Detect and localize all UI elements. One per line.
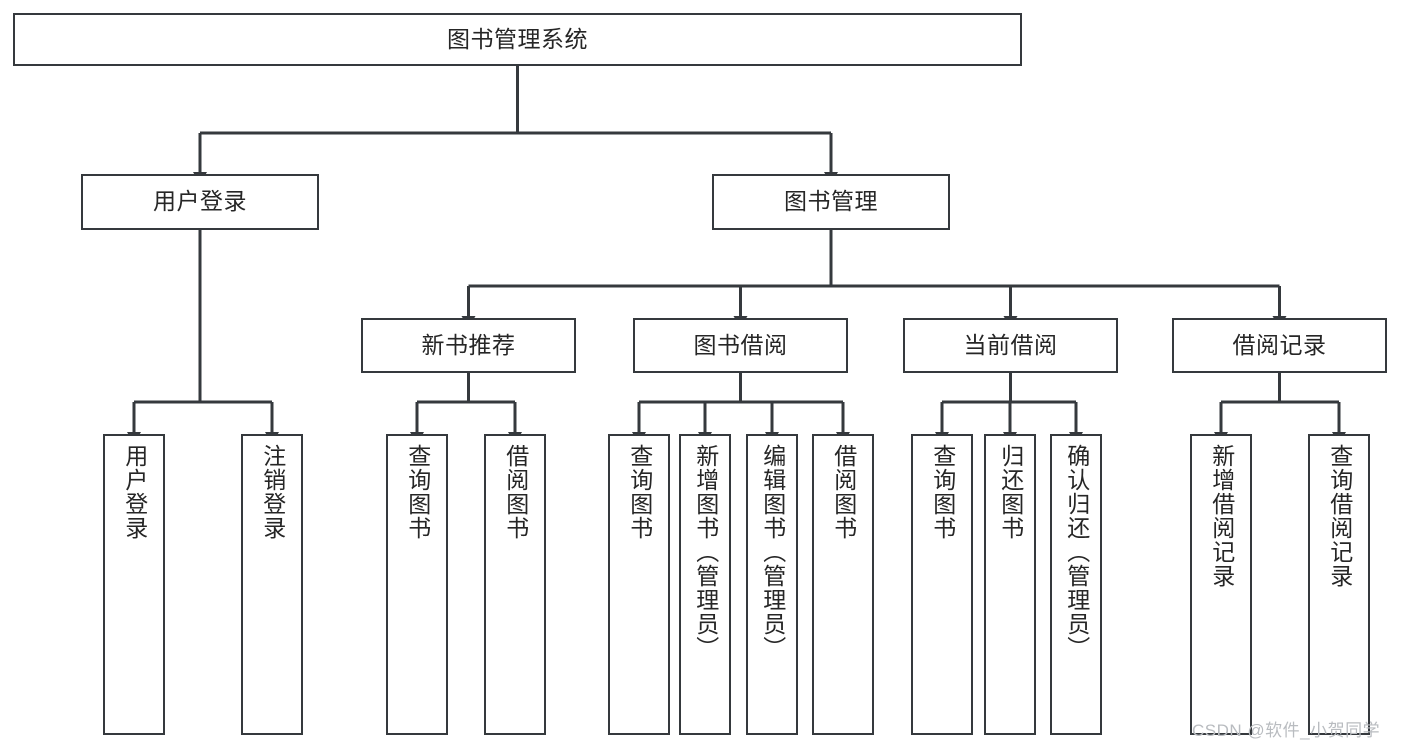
node-label-borrow-record: 借阅记录 [1232, 331, 1327, 358]
node-leaf-rec-query2[interactable]: 查询借阅记录 [1308, 434, 1370, 735]
node-label-leaf-borrow-lend: 借阅图书 [830, 444, 857, 540]
node-label-new-book-rec: 新书推荐 [421, 331, 516, 358]
node-leaf-user-logout[interactable]: 注销登录 [241, 434, 303, 735]
node-current-borrow[interactable]: 当前借阅 [903, 318, 1118, 373]
node-label-leaf-cur-query: 查询图书 [929, 444, 956, 540]
node-label-leaf-rec-borrow: 借阅图书 [502, 444, 529, 540]
node-leaf-rec-borrow[interactable]: 借阅图书 [484, 434, 546, 735]
node-label-user-login: 用户登录 [153, 188, 247, 215]
node-leaf-rec-add[interactable]: 新增借阅记录 [1190, 434, 1252, 735]
node-leaf-rec-query[interactable]: 查询图书 [386, 434, 448, 735]
node-label-leaf-cur-return: 归还图书 [997, 444, 1024, 540]
node-label-current-borrow: 当前借阅 [963, 331, 1058, 358]
node-leaf-borrow-lend[interactable]: 借阅图书 [812, 434, 874, 735]
node-label-leaf-borrow-add: 新增图书（管理员） [692, 444, 719, 660]
node-label-leaf-user-logout: 注销登录 [259, 444, 286, 540]
node-label-leaf-rec-query2: 查询借阅记录 [1326, 444, 1353, 588]
node-label-leaf-borrow-query: 查询图书 [626, 444, 653, 540]
node-book-borrow[interactable]: 图书借阅 [633, 318, 848, 373]
node-label-book-borrow: 图书借阅 [693, 331, 788, 358]
node-label-leaf-rec-add: 新增借阅记录 [1208, 444, 1235, 588]
node-leaf-cur-return[interactable]: 归还图书 [984, 434, 1036, 735]
node-label-root: 图书管理系统 [447, 25, 588, 52]
node-leaf-cur-confirm[interactable]: 确认归还（管理员） [1050, 434, 1102, 735]
node-leaf-cur-query[interactable]: 查询图书 [911, 434, 973, 735]
node-label-leaf-user-login: 用户登录 [121, 444, 148, 540]
node-label-leaf-rec-query: 查询图书 [404, 444, 431, 540]
node-user-login[interactable]: 用户登录 [81, 174, 319, 230]
node-borrow-record[interactable]: 借阅记录 [1172, 318, 1387, 373]
node-leaf-borrow-query[interactable]: 查询图书 [608, 434, 670, 735]
node-new-book-rec[interactable]: 新书推荐 [361, 318, 576, 373]
node-leaf-borrow-add[interactable]: 新增图书（管理员） [679, 434, 731, 735]
node-leaf-borrow-edit[interactable]: 编辑图书（管理员） [746, 434, 798, 735]
node-label-book-manage: 图书管理 [784, 188, 878, 215]
node-label-leaf-borrow-edit: 编辑图书（管理员） [759, 444, 786, 660]
node-label-leaf-cur-confirm: 确认归还（管理员） [1063, 444, 1090, 660]
node-book-manage[interactable]: 图书管理 [712, 174, 950, 230]
node-root[interactable]: 图书管理系统 [13, 13, 1022, 66]
node-leaf-user-login[interactable]: 用户登录 [103, 434, 165, 735]
